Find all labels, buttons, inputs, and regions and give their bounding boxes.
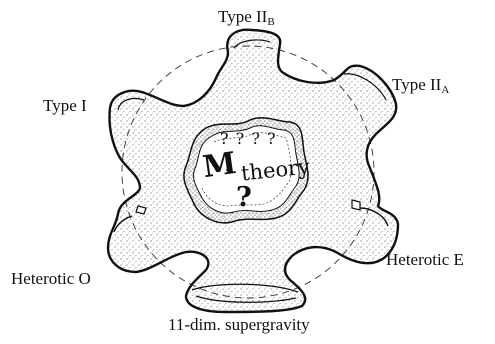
label-type-iib-main: Type II [218,7,267,26]
label-type-i: Type I [43,97,87,114]
question-marks-row: ? ? ? ? [220,131,277,147]
label-11-dim-supergravity: 11-dim. supergravity [168,316,310,333]
notch-right [352,200,360,210]
question-mark-large: ? [236,184,252,211]
label-type-iib: Type IIB [218,8,275,25]
label-type-iia: Type IIA [392,76,449,93]
notch-left [136,206,146,214]
label-heterotic-o: Heterotic O [11,270,91,287]
label-type-iib-sub: B [267,16,274,28]
label-heterotic-e: Heterotic E [386,251,464,268]
label-type-iia-sub: A [441,84,449,96]
label-type-iia-main: Type II [392,75,441,94]
